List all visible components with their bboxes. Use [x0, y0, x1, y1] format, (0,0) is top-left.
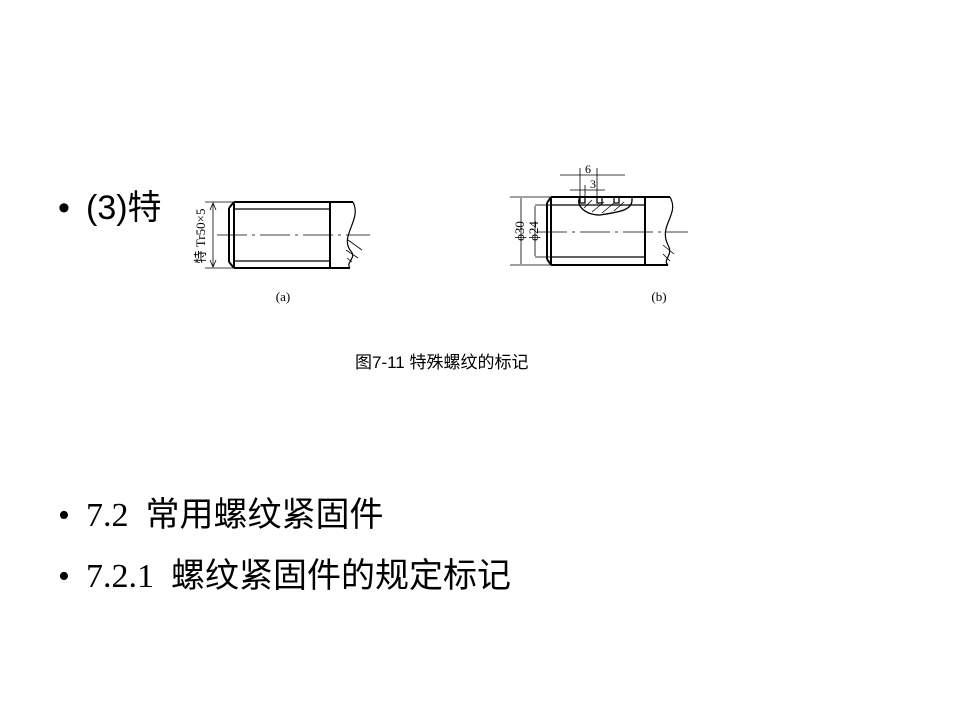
bullet-special-thread: • (3)特: [58, 180, 162, 229]
label-b: (b): [651, 289, 666, 304]
bullet-dot: •: [58, 558, 70, 595]
bullet-text: 7.2 常用螺纹紧固件: [86, 497, 384, 534]
bullet-dot: •: [58, 189, 70, 227]
bullet-text: 7.2.1 螺纹紧固件的规定标记: [86, 558, 511, 595]
dimension-phi24: ϕ24: [526, 221, 541, 241]
bullet-dot: •: [58, 497, 70, 534]
figure-special-thread-drawings: 特 Tr50×5 (a): [183, 155, 783, 310]
drawing-a: [205, 201, 370, 269]
dimension-tr50x5: 特 Tr50×5: [193, 209, 208, 264]
dimension-pitch-6: 6: [585, 162, 591, 176]
drawing-b: [510, 168, 688, 266]
bullet-text: (3)特: [86, 189, 162, 227]
figure-caption: 图7-11 特殊螺纹的标记: [355, 353, 529, 372]
bullet-7-2-1: • 7.2.1 螺纹紧固件的规定标记: [58, 548, 511, 597]
bullet-7-2: • 7.2 常用螺纹紧固件: [58, 487, 384, 536]
dimension-phi30: ϕ30: [512, 221, 527, 241]
label-a: (a): [276, 289, 290, 304]
dimension-width-3: 3: [590, 177, 596, 191]
